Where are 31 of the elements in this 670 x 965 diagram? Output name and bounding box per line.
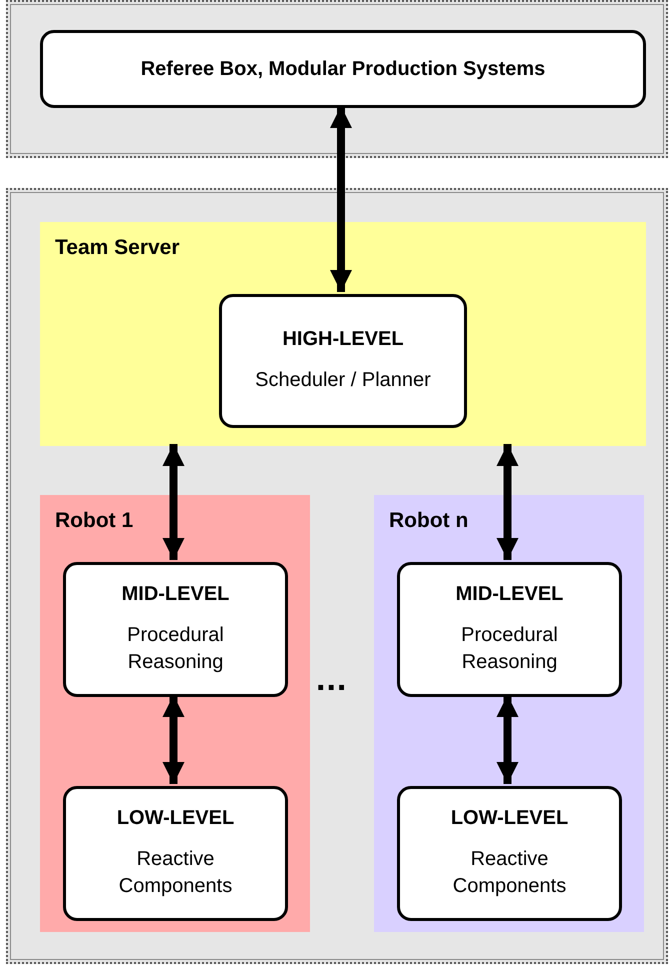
box-title: LOW-LEVEL	[450, 807, 568, 830]
box-description: Reactive Components	[452, 847, 568, 899]
double-arrow	[496, 444, 518, 560]
box-description: Reactive Components	[118, 847, 234, 899]
double-arrow	[330, 106, 352, 292]
double-arrow	[496, 695, 518, 784]
box-title: Referee Box, Modular Production Systems	[140, 58, 546, 80]
box-title: LOW-LEVEL	[116, 807, 234, 830]
box-description: Procedural Reasoning	[460, 623, 559, 675]
group-panel	[40, 222, 646, 446]
panel-heading: Team Server	[55, 236, 180, 260]
box-description: Scheduler / Planner	[255, 368, 431, 393]
panel-heading: Robot n	[389, 509, 468, 533]
box-title: HIGH-LEVEL	[282, 328, 404, 351]
panel-heading: Robot 1	[55, 509, 134, 533]
double-arrow	[162, 444, 184, 560]
double-arrow	[162, 695, 184, 784]
group-panel	[6, 0, 668, 158]
group-panel	[40, 495, 310, 932]
ellipsis-label: ...	[316, 660, 348, 699]
box-title: MID-LEVEL	[456, 583, 564, 606]
process-box	[219, 294, 467, 428]
group-panel	[374, 495, 644, 932]
process-box	[40, 30, 646, 108]
box-title: MID-LEVEL	[122, 583, 230, 606]
process-box	[397, 562, 622, 697]
process-box	[397, 786, 622, 921]
group-panel	[6, 188, 668, 964]
process-box	[63, 562, 288, 697]
process-box	[63, 786, 288, 921]
box-description: Procedural Reasoning	[126, 623, 225, 675]
